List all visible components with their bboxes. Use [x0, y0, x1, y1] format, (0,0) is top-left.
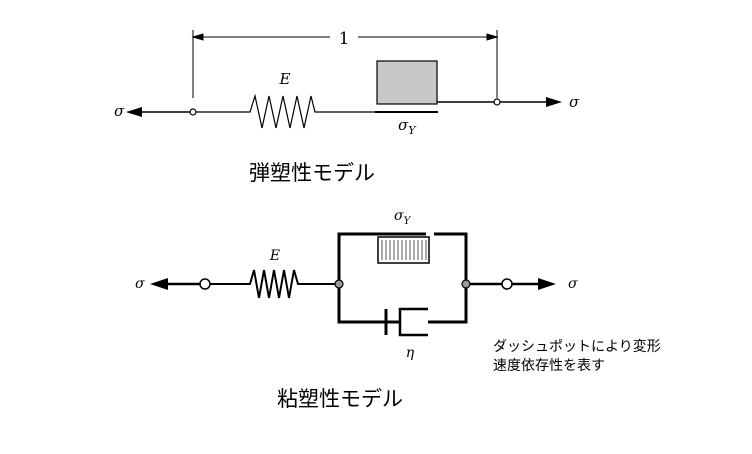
spring	[210, 269, 336, 299]
viscoplastic-caption: 粘塑性モデル	[277, 387, 403, 411]
left-arrow	[126, 107, 190, 117]
yield-stress-label: σY	[394, 208, 412, 227]
elastoplastic-model: 1 σ E σY σ 弾塑性モデル	[114, 29, 580, 185]
friction-block	[376, 60, 438, 105]
friction-block-hatch	[381, 240, 427, 260]
viscosity-eta-label: η	[406, 345, 415, 361]
sigma-left-label: σ	[114, 102, 125, 120]
dashpot-note-line1: ダッシュポットにより変形	[493, 338, 661, 355]
modulus-E-label: E	[279, 70, 291, 88]
parallel-frame	[337, 232, 468, 324]
viscoplastic-model: σ E σY	[135, 208, 661, 411]
right-node	[501, 278, 513, 290]
left-junction	[334, 279, 344, 289]
sigma-right-label: σ	[569, 93, 580, 111]
elastoplastic-caption: 弾塑性モデル	[249, 161, 375, 185]
right-junction	[461, 279, 471, 289]
left-node	[199, 278, 211, 290]
sigma-right-label: σ	[568, 276, 578, 292]
right-arrow	[500, 97, 562, 107]
modulus-E-label: E	[269, 248, 280, 264]
left-node	[189, 108, 197, 116]
dashpot-note-line2: 速度依存性を表す	[493, 358, 605, 374]
dashpot	[384, 307, 428, 337]
length-label: 1	[339, 29, 350, 49]
right-arrow	[512, 278, 556, 290]
right-node	[493, 98, 501, 106]
spring	[196, 93, 375, 129]
length-dimension	[191, 30, 499, 98]
yield-stress-label: σY	[398, 116, 417, 137]
sigma-left-label: σ	[135, 276, 145, 292]
left-arrow	[150, 278, 200, 290]
